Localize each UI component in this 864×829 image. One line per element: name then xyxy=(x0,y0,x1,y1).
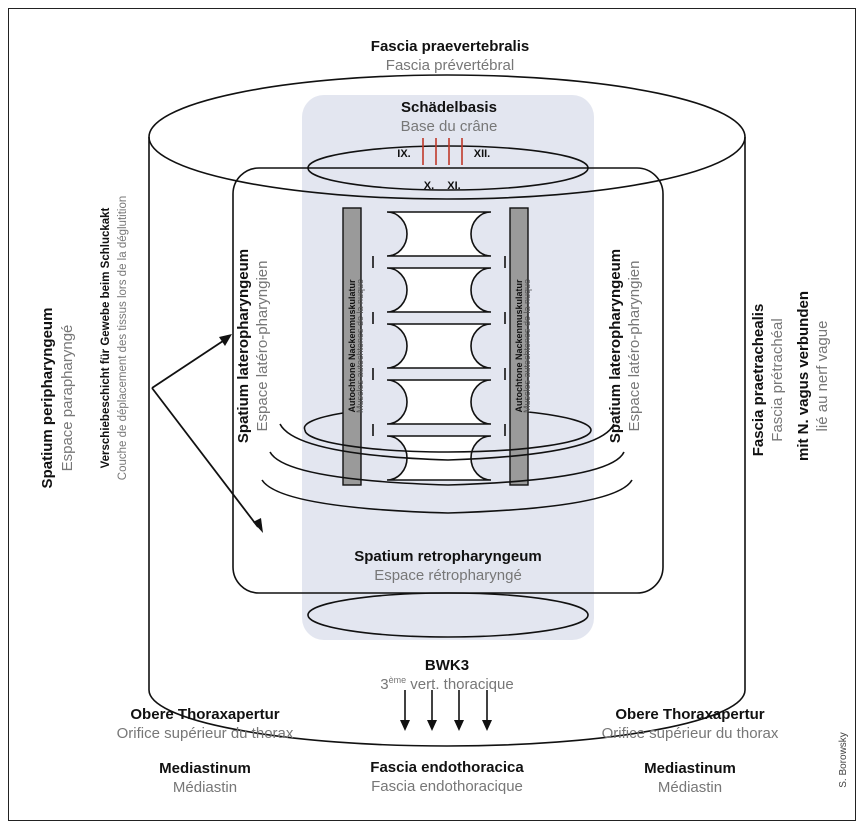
spatium-retropharyngeum-de: Spatium retropharyngeum xyxy=(354,548,542,565)
spatium-peripharyngeum-de: Spatium peripharyngeum xyxy=(39,308,56,489)
nerve-x-label: X. xyxy=(424,180,434,192)
author-credit: S. Borowsky xyxy=(838,732,849,788)
spatium-lateropharyngeum-left-de: Spatium lateropharyngeum xyxy=(235,249,252,443)
vagus-de: mit N. vagus verbunden xyxy=(795,291,812,461)
bwk3-ellipse xyxy=(307,592,589,638)
fascia-praevertebralis-fr: Fascia prévertébral xyxy=(386,57,514,74)
mediastinum-left-de: Mediastinum xyxy=(159,760,251,777)
spatium-lateropharyngeum-right-fr: Espace latéro-pharyngien xyxy=(626,261,643,432)
nerve-xi-label: XI. xyxy=(447,180,460,192)
schaedelbasis-fr: Base du crâne xyxy=(401,118,498,135)
arrow-head-upper xyxy=(219,334,232,346)
fascia-praevertebralis-de: Fascia praevertebralis xyxy=(371,38,529,55)
fascia-endothoracica-de: Fascia endothoracica xyxy=(370,759,524,776)
muscle-bar-left xyxy=(342,207,362,486)
pharyngeal-arcs xyxy=(261,411,633,514)
fascia-praetrachealis-de: Fascia praetrachealis xyxy=(750,304,767,457)
figure-frame xyxy=(8,8,856,821)
thoraxapertur-right-fr: Orifice supérieur du thorax xyxy=(602,725,779,742)
nerve-ix-label: IX. xyxy=(397,148,410,160)
cranial-nerve-lines xyxy=(422,138,463,165)
schaedelbasis-de: Schädelbasis xyxy=(401,99,497,116)
nackenmuskulatur-right-de: Autochtone Nackenmuskulatur xyxy=(514,279,524,413)
nackenmuskulatur-left-fr: Muscles autochtones de la nuque xyxy=(355,279,365,413)
mediastinum-right-de: Mediastinum xyxy=(644,760,736,777)
spatium-retropharyngeum-fr: Espace rétropharyngé xyxy=(374,567,522,584)
down-arrow-heads xyxy=(400,720,492,731)
fascia-praetrachealis-fr: Fascia prétrachéal xyxy=(769,318,786,441)
nackenmuskulatur-left-de: Autochtone Nackenmuskulatur xyxy=(347,279,357,413)
nackenmuskulatur-right-fr: Muscles autochtones de la nuque xyxy=(522,279,532,413)
shear-layer-arrows xyxy=(151,338,259,528)
arrow-head-lower xyxy=(253,518,263,533)
vagus-fr: lié au nerf vague xyxy=(814,321,831,432)
bwk3-de: BWK3 xyxy=(425,657,469,674)
thoraxapertur-left-fr: Orifice supérieur du thorax xyxy=(117,725,294,742)
downward-arrows xyxy=(404,690,488,722)
mediastinum-right-fr: Médiastin xyxy=(658,779,722,796)
verschiebeschicht-de: Verschiebeschicht für Gewebe beim Schluc… xyxy=(100,207,112,468)
mediastinum-left-fr: Médiastin xyxy=(173,779,237,796)
muscle-bar-right xyxy=(509,207,529,486)
vertebral-column xyxy=(372,211,506,481)
nerve-xii-label: XII. xyxy=(474,148,491,160)
outer-cylinder xyxy=(148,74,746,747)
thoraxapertur-left-de: Obere Thoraxapertur xyxy=(130,706,279,723)
thoraxapertur-right-de: Obere Thoraxapertur xyxy=(615,706,764,723)
spatium-peripharyngeum-fr: Espace parapharyngé xyxy=(59,325,76,472)
bwk3-fr: 3ème vert. thoracique xyxy=(380,675,513,693)
spatium-lateropharyngeum-left-fr: Espace latéro-pharyngien xyxy=(254,261,271,432)
spatium-lateropharyngeum-right-de: Spatium lateropharyngeum xyxy=(607,249,624,443)
skull-base-ellipse xyxy=(307,145,589,191)
verschiebeschicht-fr: Couche de déplacement des tissus lors de… xyxy=(117,196,129,480)
fascia-endothoracica-fr: Fascia endothoracique xyxy=(371,778,523,795)
